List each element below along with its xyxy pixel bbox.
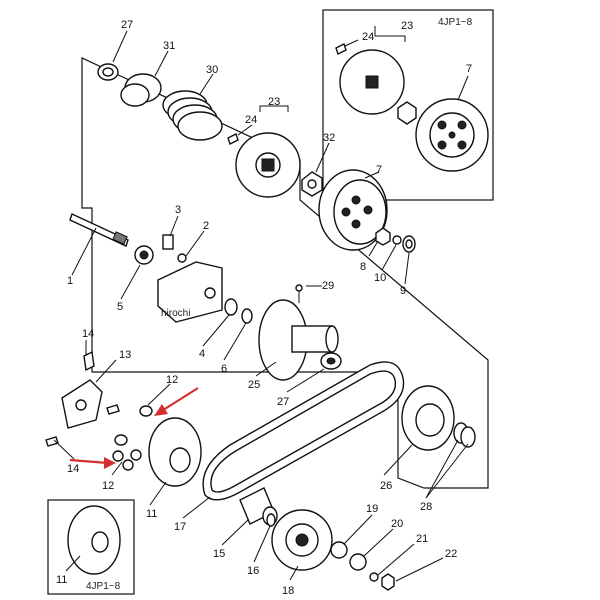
part-nut-8: [375, 227, 391, 246]
part-collar-31: [120, 73, 162, 107]
part-rings-28: [453, 422, 476, 448]
part-belt-17: [202, 361, 405, 501]
callout-24: 24: [245, 114, 257, 126]
callout-12b: 12: [102, 480, 114, 492]
inset-bottom-frame: [47, 499, 135, 595]
part-sheave-25: [258, 299, 339, 381]
callout-14: 14: [82, 328, 94, 340]
part-washer-16: [266, 513, 276, 527]
part-cover: [157, 261, 223, 323]
part-screw-29: [295, 284, 303, 303]
inset-part-7: [415, 98, 489, 172]
part-clip-14b: [45, 404, 120, 447]
callout-25: 25: [248, 379, 260, 391]
part-sheave-20: [349, 553, 367, 571]
callout-27b: 27: [277, 396, 289, 408]
callout-23b: 23: [401, 20, 413, 32]
part-spring-30: [162, 90, 223, 141]
callout-19: 19: [366, 503, 378, 515]
part-shaft-1: [69, 213, 129, 247]
part-cam-plate-13: [61, 379, 103, 429]
part-washer-21: [369, 572, 379, 582]
callout-22: 22: [445, 548, 457, 560]
callout-20: 20: [391, 518, 403, 530]
part-clutch-housing-7: [318, 169, 388, 251]
callout-14b: 14: [67, 463, 79, 475]
part-fan-sheave-18: [271, 509, 333, 571]
main-frame: [81, 57, 489, 489]
callout-12: 12: [166, 374, 178, 386]
callout-24b: 24: [362, 31, 374, 43]
part-seal-27: [97, 63, 119, 81]
callout-28: 28: [420, 501, 432, 513]
callout-5: 5: [117, 301, 123, 313]
callout-11: 11: [146, 508, 157, 520]
part-nut-22: [381, 573, 395, 591]
callout-18: 18: [282, 585, 294, 597]
part-primary-sheave-11: [148, 417, 202, 487]
part-clutch-carrier-23: [235, 132, 301, 198]
part-washer-10: [392, 235, 402, 245]
callout-10: 10: [374, 272, 386, 284]
callout-7: 7: [376, 164, 382, 176]
part-seal-27b: [320, 352, 342, 370]
callout-6: 6: [221, 363, 227, 375]
callout-3: 3: [175, 204, 181, 216]
part-seal-9: [402, 235, 416, 253]
inset-nut: [397, 101, 417, 125]
callout-1: 1: [67, 275, 73, 287]
part-clip-14: [83, 350, 95, 372]
inset-part-24: [335, 43, 347, 55]
part-washer-6: [241, 308, 253, 324]
red-arrow-upper: [154, 387, 199, 416]
part-nut-32: [301, 171, 323, 197]
callout-labels: 27 31 30 23 24 32 7 8 10 9 23 24 7 1 3 2: [53, 19, 472, 597]
watermark: hirochi: [161, 308, 190, 319]
callout-11b: 11: [56, 574, 67, 586]
part-spring-24: [227, 133, 239, 145]
callout-16: 16: [247, 565, 259, 577]
callout-32: 32: [323, 132, 335, 144]
part-gear-19: [330, 541, 348, 559]
inset-bottom-label: 4JP1~8: [86, 581, 121, 592]
callout-7b: 7: [466, 63, 472, 75]
callout-27: 27: [121, 19, 133, 31]
callout-21: 21: [416, 533, 428, 545]
inset-part-11: [67, 505, 121, 575]
callout-31: 31: [163, 40, 175, 52]
inset-part-23: [339, 49, 405, 115]
callout-13: 13: [119, 349, 131, 361]
callout-2: 2: [203, 220, 209, 232]
part-rollers-12: [112, 405, 153, 471]
part-washer-2: [177, 253, 187, 263]
part-bearing-5: [134, 245, 154, 265]
callout-23: 23: [268, 96, 280, 108]
callout-4: 4: [199, 348, 205, 360]
callout-15: 15: [213, 548, 225, 560]
callout-26: 26: [380, 480, 392, 492]
inset-top-label: 4JP1~8: [438, 17, 473, 28]
inset-top-frame: [322, 9, 494, 201]
callout-8: 8: [360, 261, 366, 273]
callout-9: 9: [400, 285, 406, 297]
callout-29: 29: [322, 280, 334, 292]
callout-17: 17: [174, 521, 186, 533]
part-sheave-26: [401, 385, 455, 451]
red-arrow-lower: [69, 457, 116, 469]
part-bolt-3: [162, 234, 174, 250]
part-washer-4: [224, 298, 238, 316]
callout-30: 30: [206, 64, 218, 76]
